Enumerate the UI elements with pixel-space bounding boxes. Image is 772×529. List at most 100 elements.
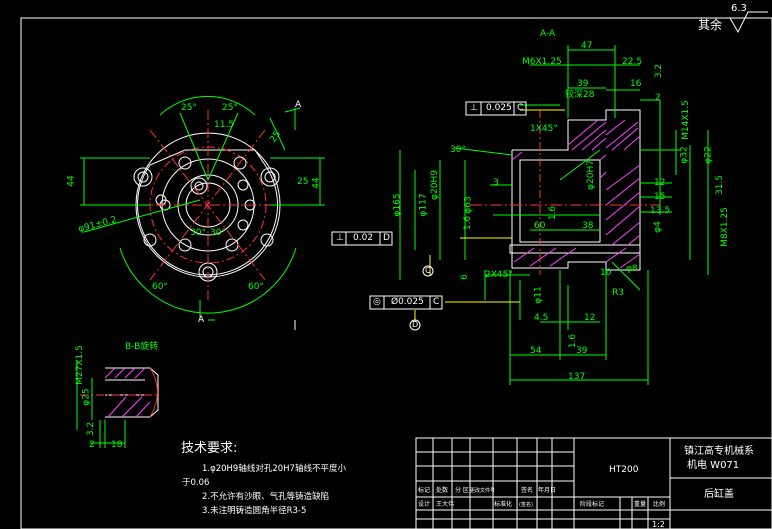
dim-angle-60-right: 60° [248, 282, 264, 292]
tol2-value: 0.02 [353, 233, 374, 243]
tol2-symbol: ⊥ [336, 233, 344, 243]
tol3-symbol: ◎ [373, 297, 381, 307]
dim-2: 2 [655, 93, 661, 103]
tb-row-label-5: 年月日 [538, 487, 557, 494]
tol3-datum: C [433, 297, 440, 307]
dim-137: 137 [568, 372, 586, 382]
rough-1-6a: 1.6 [463, 215, 474, 231]
dim-22-5: 22.5 [622, 57, 643, 67]
datum-c: C [425, 266, 431, 275]
material: HT200 [609, 465, 639, 475]
dim-44-left: 44 [66, 175, 77, 187]
section-aa-label: A-A [540, 29, 556, 39]
tb-weight-label: 重量 [634, 501, 647, 508]
dim-4-5: 4.5 [534, 313, 549, 323]
part-name: 后缸盖 [704, 489, 734, 500]
tol2-datum: D [383, 233, 390, 243]
tb-designer-label: 设计 [418, 501, 431, 508]
dim-39-top: 39 [577, 79, 589, 89]
thread-top: M6X1.25 [522, 57, 562, 67]
dim-angle-right: 25° [222, 103, 238, 113]
dim-12: 12 [654, 178, 666, 188]
tech-req-item-1b: 于0.06 [182, 478, 210, 488]
dia-22: φ22 [703, 146, 714, 164]
tech-req-item-2: 2.不允许有沙眼、气孔等铸造缺陷 [202, 492, 330, 502]
dim-12-bot: 12 [584, 313, 596, 323]
dim-39-bot: 39 [576, 346, 588, 356]
detail-thread: M27X1.5 [74, 345, 85, 385]
rough-1-6c: 1.6 [568, 333, 579, 349]
roughness-value: 6.3 [731, 3, 747, 14]
tech-req-title: 技术要求: [181, 441, 238, 456]
section-mark-a-top: A [295, 100, 302, 110]
rough-1-6b: 1.6 [548, 205, 559, 221]
dim-3: 3 [493, 178, 499, 188]
dia-165: φ165 [392, 193, 403, 217]
dia-32: φ32 [679, 146, 690, 164]
dim-25-right: 25 [297, 177, 309, 187]
tolerance-frames [331, 101, 527, 310]
detail-dim-18: 18 [111, 440, 123, 450]
dim-44-right: 44 [311, 177, 322, 189]
roughness-symbol [729, 11, 768, 34]
dept-code: 机电 W071 [687, 460, 740, 471]
section-mark-a-bottom: A [198, 315, 205, 325]
dim-angle-bot-left: 30° [190, 228, 206, 238]
dim-38: 38 [582, 221, 594, 231]
dim-10: 10 [600, 268, 612, 278]
tol3-value: Ø0.025 [391, 297, 424, 307]
tol1-datum: C [517, 103, 524, 113]
detail-view [76, 360, 160, 448]
tb-row-label-2: 分 区 [455, 487, 469, 494]
dia-63: φ63 [463, 196, 474, 214]
detail-3-2: 3.2 [86, 421, 97, 437]
tb-standard-label: 标准化 [494, 501, 513, 508]
dim-r3: R3 [612, 288, 624, 298]
note-jiao: 铰深28 [565, 90, 595, 100]
chamfer-1x45: 1X45° [530, 124, 558, 134]
tb-stage-label: 阶段标记 [580, 501, 605, 508]
school-name: 镇江高专机械系 [684, 446, 754, 457]
dim-13-5: 13.5 [650, 206, 671, 216]
fit-b: φ20H7 [585, 160, 596, 190]
dim-54: 54 [530, 346, 542, 356]
dim-30-deg: 30° [450, 145, 466, 155]
chamfer-2x45: 2X45° [485, 270, 513, 280]
tech-req-item-1: 1.φ20H9轴线对孔20H7轴线不平度小 [202, 464, 346, 474]
section-bb-label: B-B旋转 [125, 342, 159, 352]
tol1-symbol: ⊥ [470, 103, 478, 113]
roughness-label: 其余 [698, 18, 723, 32]
front-view [80, 96, 325, 321]
tech-req-item-3: 3.未注明铸造圆角半径R3-5 [202, 506, 307, 516]
dim-3-2-top: 3.2 [654, 63, 665, 79]
dia-8: φ8 [626, 264, 638, 274]
dim-16: 16 [630, 79, 642, 89]
dim-15: 15 [654, 192, 666, 202]
detail-dia: φ25 [81, 388, 92, 406]
dim-angle-bot-right: 30° [210, 228, 226, 238]
tb-ratio-label: 比例 [653, 501, 666, 508]
dim-angle-60-left: 60° [152, 282, 168, 292]
title-block [415, 437, 772, 529]
tb-sign-label: (签名) [519, 502, 533, 508]
fit-a: φ20H9 [429, 170, 440, 200]
tb-row-label-4: 签名 [521, 487, 534, 494]
tol1-value: 0.025 [486, 103, 512, 113]
dia-11: φ11 [533, 286, 544, 304]
dia-4: φ4 [652, 221, 663, 233]
dim-6: 6 [459, 274, 470, 280]
section-view [294, 45, 709, 385]
dia-117: φ117 [418, 193, 429, 217]
tb-row-label-3: 更改文件号 [470, 488, 496, 494]
dim-31-5: 31.5 [715, 174, 726, 196]
dim-11-5: 11.5 [214, 120, 235, 130]
detail-dim-2: 2 [89, 440, 95, 450]
scale-value: 1:2 [652, 520, 665, 529]
drawing-border [20, 17, 772, 529]
dim-angle-left: 25° [181, 103, 197, 113]
dim-47: 47 [581, 41, 593, 51]
datum-d: D [412, 320, 419, 329]
tb-row-label-0: 标记 [418, 487, 431, 494]
tb-row-label-1: 处数 [436, 487, 449, 494]
